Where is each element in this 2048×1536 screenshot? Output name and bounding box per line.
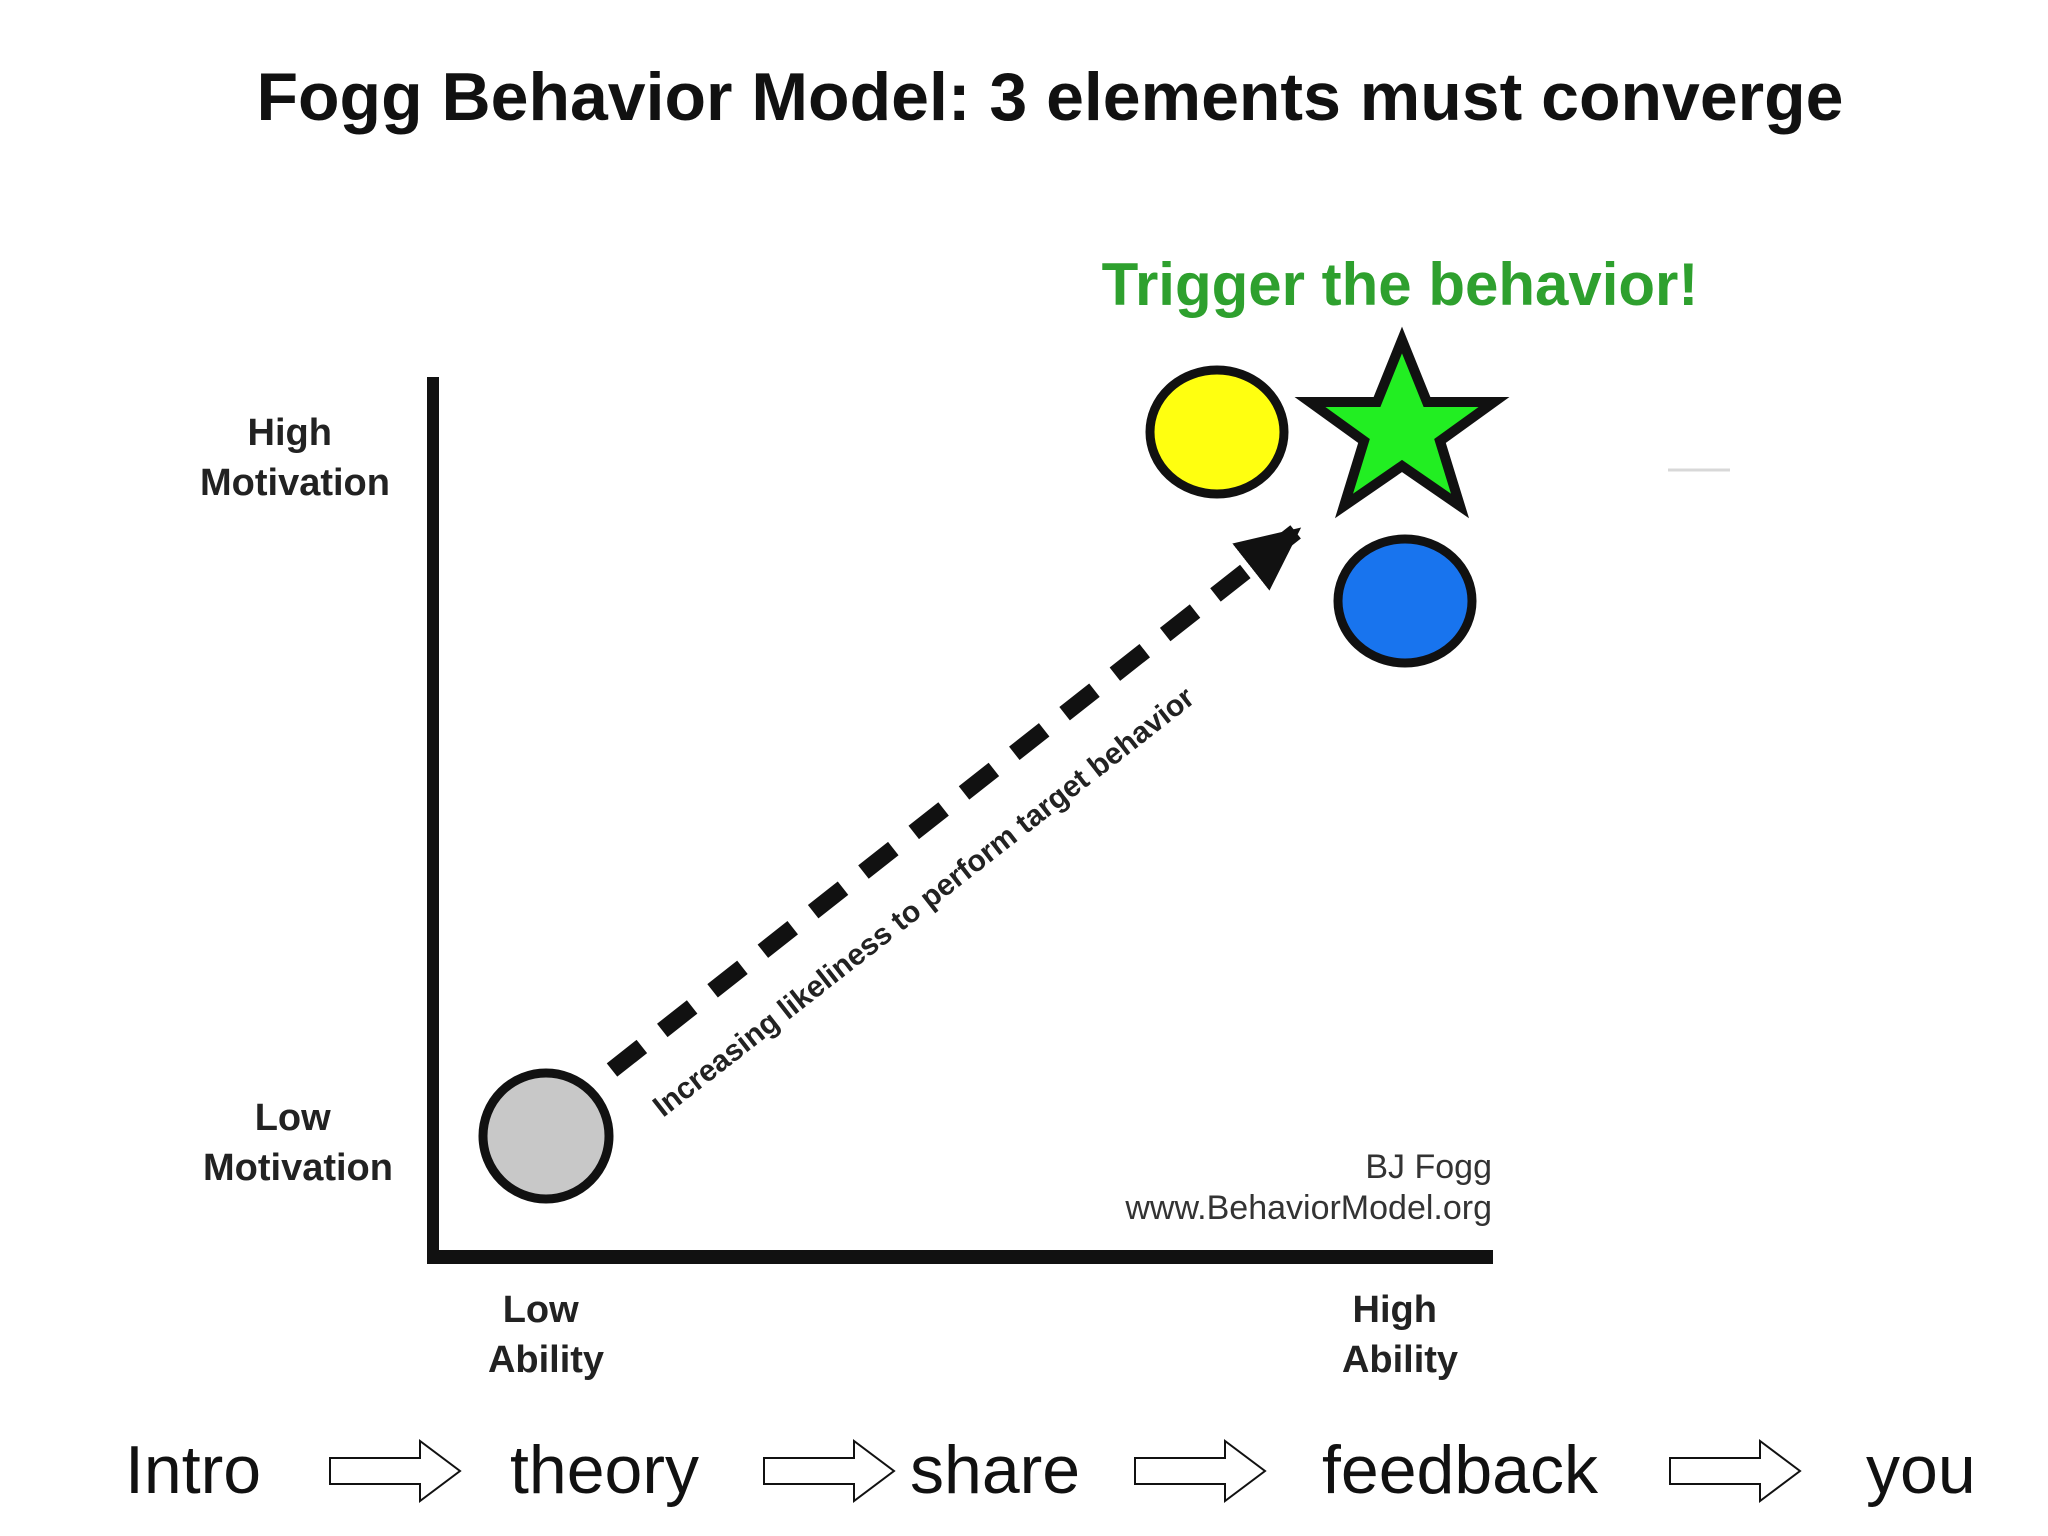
x-axis-low-label: Low Ability (488, 1289, 604, 1381)
agenda-flow: Intro theory share feedback you (0, 1420, 2048, 1520)
outline-right-arrow-icon (1669, 1439, 1802, 1503)
trigger-label: Trigger the behavior! (1102, 251, 1699, 318)
slide-title: Fogg Behavior Model: 3 elements must con… (256, 59, 1844, 135)
outline-right-arrow-icon (329, 1439, 462, 1503)
flow-step-feedback: feedback (1322, 1432, 1598, 1508)
outline-right-arrow-icon (763, 1439, 896, 1503)
y-axis-high-label: High Motivation (200, 412, 390, 504)
fogg-behavior-diagram: Trigger the behavior! High Motivation Lo… (200, 251, 1730, 1381)
blue-circle-icon (1333, 534, 1477, 668)
star-icon (1294, 326, 1510, 519)
path-label: Increasing likeliness to perform target … (647, 681, 1201, 1124)
flow-step-you: you (1866, 1432, 1976, 1508)
credit-author: BJ Fogg (1365, 1148, 1492, 1186)
flow-step-intro: Intro (125, 1432, 262, 1508)
y-axis-low-label: Low Motivation (203, 1097, 393, 1189)
dashed-arrow-icon (606, 523, 1304, 1077)
gray-circle-icon (478, 1068, 614, 1204)
credit-url: www.BehaviorModel.org (1124, 1189, 1492, 1227)
x-axis-high-label: High Ability (1342, 1289, 1458, 1381)
flow-step-theory: theory (510, 1432, 699, 1508)
yellow-circle-icon (1145, 365, 1289, 499)
outline-right-arrow-icon (1134, 1439, 1267, 1503)
flow-step-share: share (910, 1432, 1081, 1508)
